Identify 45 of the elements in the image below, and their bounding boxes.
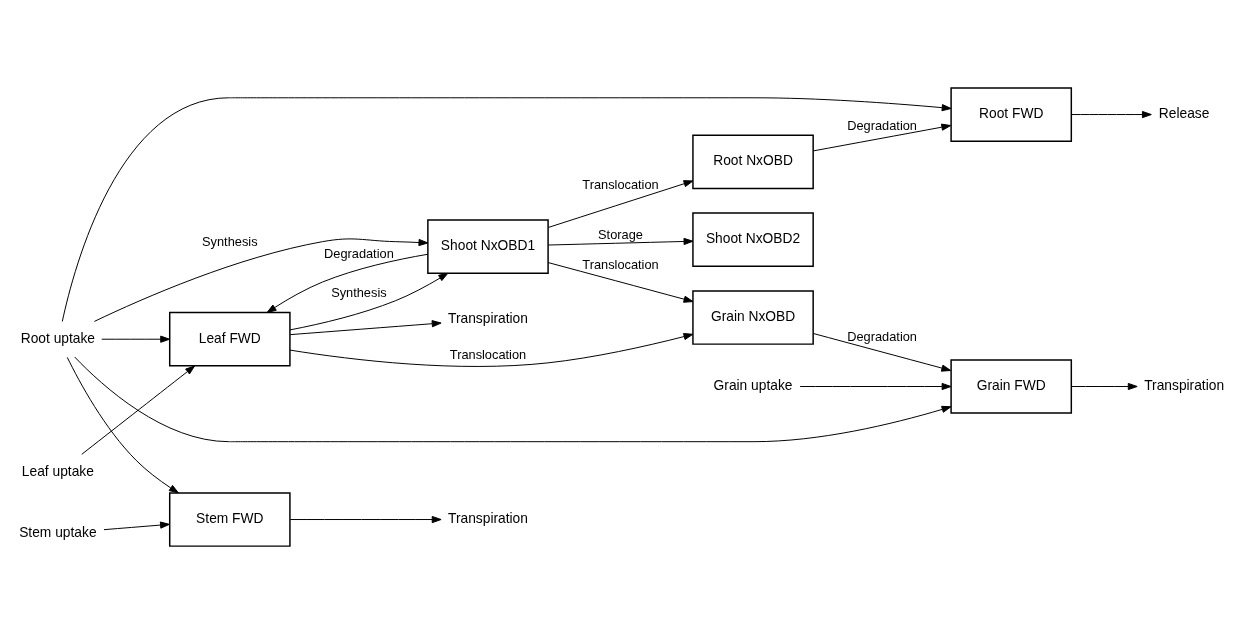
arrow: [66, 356, 179, 494]
edge-label: Storage: [598, 227, 643, 243]
node-text: Leaf uptake: [21, 463, 94, 479]
arrow: [1071, 382, 1138, 391]
node-box: Root NxOBD: [692, 134, 814, 190]
arrow: [547, 262, 694, 303]
node-text: Grain uptake: [713, 378, 793, 394]
edge-label: Translocation: [582, 176, 659, 192]
node-text: Transpiration: [448, 511, 528, 527]
arrow: [1071, 110, 1152, 119]
node-box: Grain FWD: [950, 359, 1073, 414]
arrow: [812, 333, 952, 372]
edge-label: Degradation: [847, 117, 917, 133]
edge-label: Translocation: [582, 256, 659, 272]
edge-label: Degradation: [324, 245, 394, 261]
edge-label: Synthesis: [202, 233, 258, 249]
arrow: [103, 521, 170, 531]
node-box: Root FWD: [950, 87, 1073, 142]
node-text: Root uptake: [20, 330, 96, 346]
arrow: [61, 97, 952, 322]
arrow: [289, 333, 694, 367]
node-text: Release: [1158, 106, 1210, 122]
edge-label: Translocation: [449, 347, 527, 363]
arrow: [812, 123, 952, 152]
arrow: [74, 356, 952, 443]
node-text: Stem uptake: [19, 524, 97, 540]
arrow: [547, 180, 694, 228]
arrow: [289, 515, 442, 524]
arrow: [81, 365, 196, 455]
node-box: Grain NxOBD: [692, 290, 814, 345]
arrow: [799, 382, 952, 391]
edge-label: Synthesis: [331, 285, 387, 301]
edge-label: Degradation: [847, 328, 917, 344]
node-box: Leaf FWD: [168, 311, 291, 367]
node-text: Transpiration: [448, 311, 528, 327]
arrow: [101, 335, 171, 343]
node-text: Transpiration: [1144, 378, 1225, 394]
node-box: Shoot NxOBD2: [692, 212, 814, 268]
node-box: Shoot NxOBD1: [427, 219, 549, 274]
node-box: Stem FWD: [168, 492, 291, 547]
arrow: [289, 320, 442, 336]
arrow: [547, 237, 694, 246]
arrow: [289, 272, 449, 331]
arrow: [266, 253, 429, 313]
arrow: [93, 238, 429, 322]
